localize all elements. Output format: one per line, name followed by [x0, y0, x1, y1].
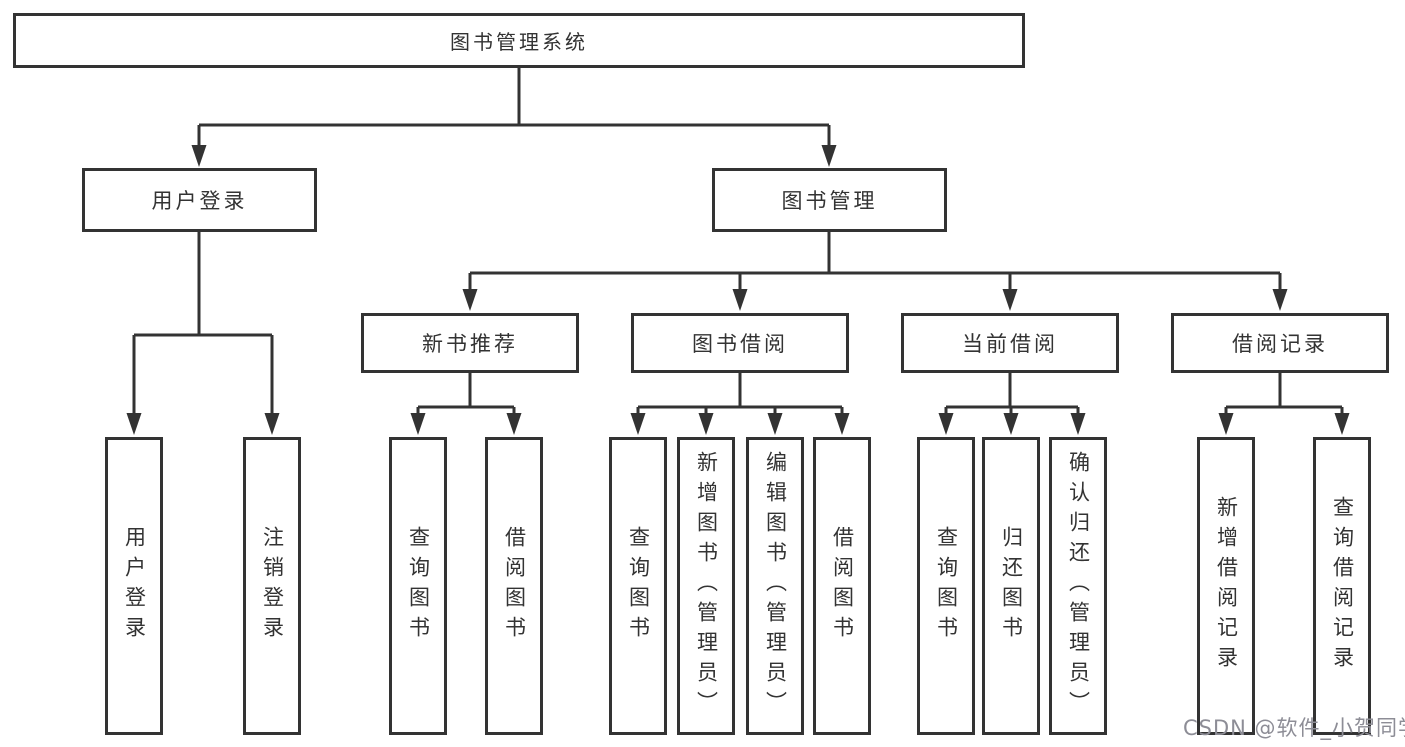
node-root-system: 图书管理系统: [13, 13, 1025, 68]
leaf-query-books-bw: 查询图书: [609, 437, 667, 735]
leaf-borrow-books-bw: 借阅图书: [813, 437, 871, 735]
leaf-add-books-admin: 新增图书（管理员）: [677, 437, 735, 735]
arrowhead-nb-1: [410, 413, 426, 435]
arrowhead-cb-2: [1003, 413, 1019, 435]
leaf-query-books-cb: 查询图书: [917, 437, 975, 735]
leaf-query-books-nb: 查询图书: [389, 437, 447, 735]
arrowhead-cb-1: [938, 413, 954, 435]
leaf-borrow-books-nb: 借阅图书: [485, 437, 543, 735]
node-book-management: 图书管理: [712, 168, 947, 232]
leaf-user-login: 用户登录: [105, 437, 163, 735]
node-current-borrowing: 当前借阅: [901, 313, 1119, 373]
arrowhead-book-mgmt: [821, 145, 837, 167]
arrowhead-current: [1002, 289, 1018, 311]
arrowhead-bw-3: [767, 413, 783, 435]
arrowhead-nb-2: [506, 413, 522, 435]
node-borrowing-records: 借阅记录: [1171, 313, 1389, 373]
arrowhead-records: [1272, 289, 1288, 311]
arrowhead-leaf-login: [126, 413, 142, 435]
arrowhead-borrowing: [732, 289, 748, 311]
arrowhead-cb-3: [1070, 413, 1086, 435]
arrowhead-bw-2: [698, 413, 714, 435]
arrowhead-rc-2: [1334, 413, 1350, 435]
leaf-edit-books-admin: 编辑图书（管理员）: [746, 437, 804, 735]
leaf-logout: 注销登录: [243, 437, 301, 735]
arrowhead-bw-1: [630, 413, 646, 435]
arrowhead-new-books: [462, 289, 478, 311]
csdn-watermark: CSDN @软件_小贺同学: [1183, 716, 1405, 740]
leaf-return-books: 归还图书: [982, 437, 1040, 735]
leaf-confirm-return-admin: 确认归还（管理员）: [1049, 437, 1107, 735]
leaf-query-borrow-record: 查询借阅记录: [1313, 437, 1371, 735]
arrowhead-rc-1: [1218, 413, 1234, 435]
node-new-book-recommend: 新书推荐: [361, 313, 579, 373]
arrowhead-leaf-logout: [264, 413, 280, 435]
node-book-borrowing: 图书借阅: [631, 313, 849, 373]
arrowhead-user-login: [191, 145, 207, 167]
leaf-add-borrow-record: 新增借阅记录: [1197, 437, 1255, 735]
node-user-login: 用户登录: [82, 168, 317, 232]
arrowhead-bw-4: [834, 413, 850, 435]
